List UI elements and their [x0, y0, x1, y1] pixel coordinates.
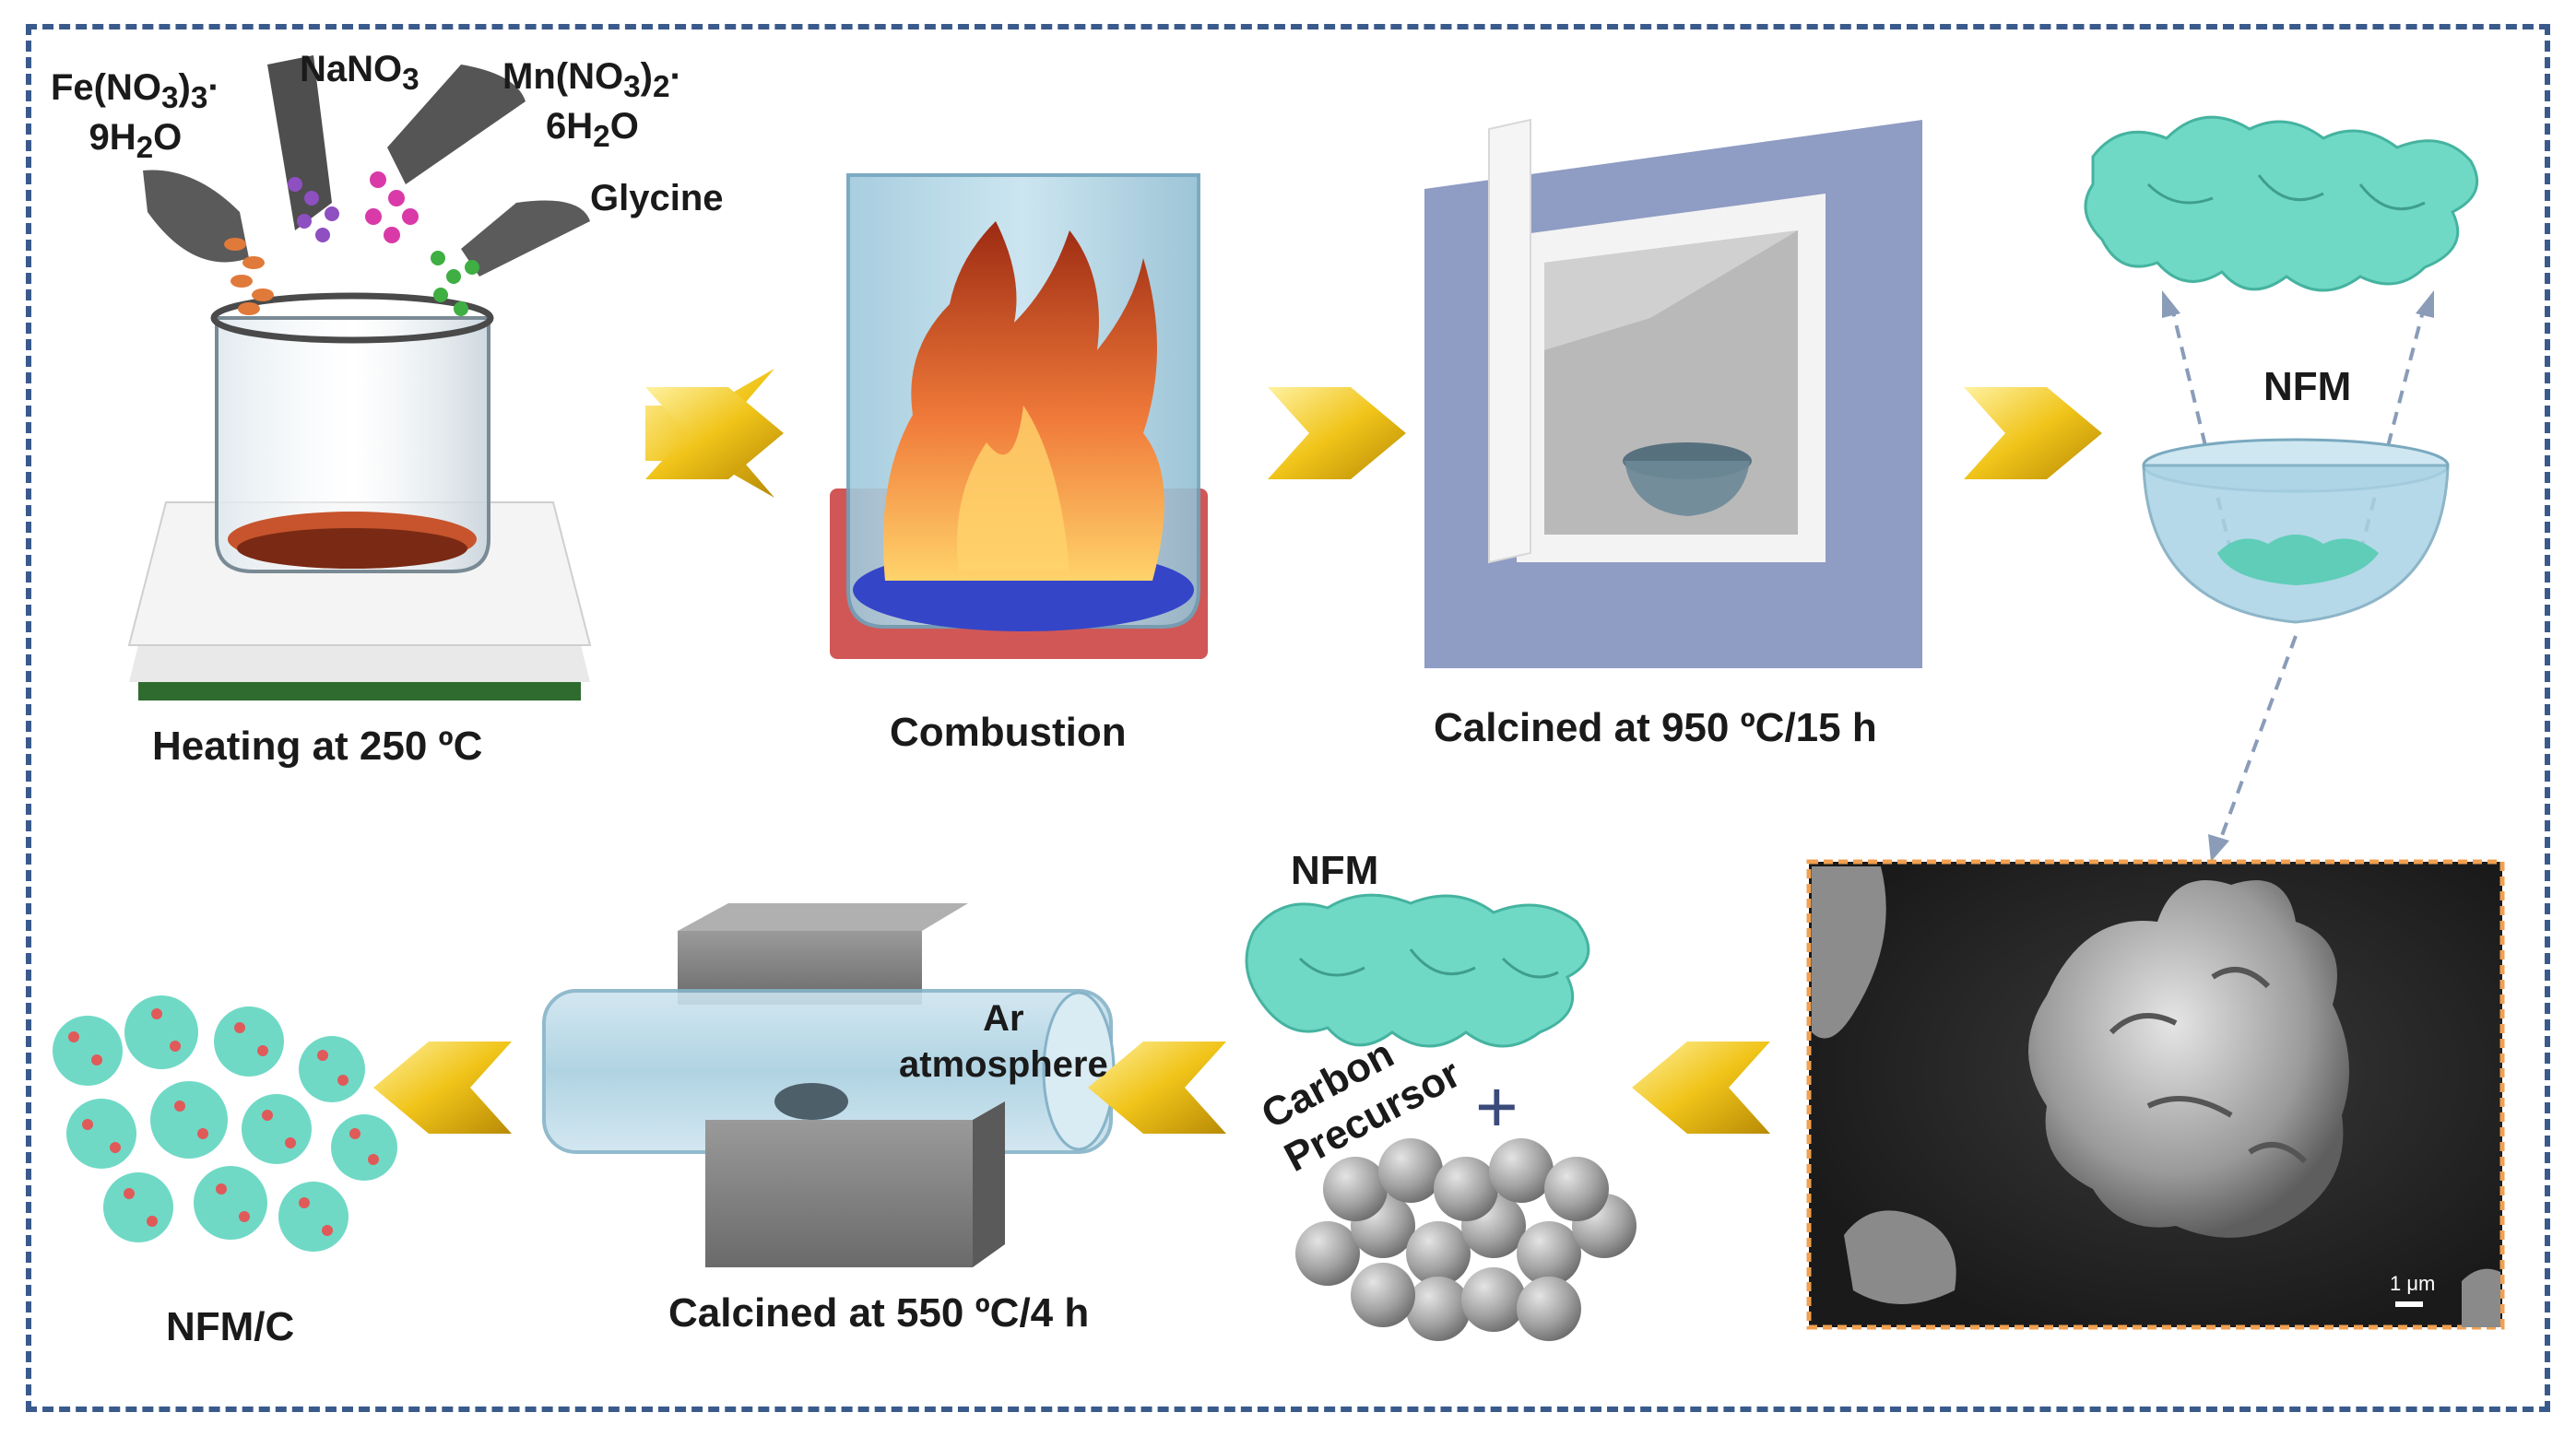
- dashed-arrows: [2162, 290, 2434, 862]
- label-nano3: NaNO3: [300, 49, 419, 97]
- reagent-grains: [224, 171, 479, 316]
- nfm-powder-top: [2084, 115, 2479, 292]
- label-fe-nitrate: Fe(NO3)3· 9H2O: [51, 67, 220, 166]
- arrow-step4: [1632, 1042, 1770, 1134]
- arrow-step2: [1268, 387, 1406, 479]
- sem-scale-bar-label: 1 μm: [2390, 1272, 2436, 1295]
- dashed-frame: [26, 24, 2550, 1412]
- nfm-c-particles: [53, 995, 397, 1252]
- label-nfm-mix: NFM: [1291, 848, 1379, 893]
- glass-beaker: [210, 292, 494, 573]
- carbon-spheres: [1295, 1138, 1637, 1341]
- caption-heating: Heating at 250 ºC: [152, 724, 483, 769]
- petri-dish: [2142, 438, 2450, 624]
- arrow-step1: [645, 369, 784, 498]
- caption-calcined-550: Calcined at 550 ºC/4 h: [668, 1290, 1090, 1336]
- arrow-step6: [373, 1042, 512, 1134]
- muffle-furnace: [1424, 118, 1922, 668]
- combustion-beaker: [830, 173, 1208, 659]
- label-nfm-top: NFM: [2263, 364, 2352, 409]
- arrow-step5: [1088, 1042, 1226, 1134]
- nfm-powder-mix: [1245, 893, 1590, 1048]
- caption-calcined-950: Calcined at 950 ºC/15 h: [1434, 705, 1877, 750]
- label-mn-nitrate: Mn(NO3)2· 6H2O: [502, 56, 682, 155]
- caption-combustion: Combustion: [890, 710, 1127, 755]
- arrow-step3: [1964, 387, 2102, 479]
- label-glycine: Glycine: [590, 178, 724, 218]
- sem-image: [1806, 859, 2505, 1330]
- tube-furnace: [542, 903, 1116, 1267]
- reagent-spatulas: [143, 55, 590, 277]
- plus-sign: +: [1475, 1065, 1518, 1148]
- caption-nfm-c: NFM/C: [166, 1304, 295, 1349]
